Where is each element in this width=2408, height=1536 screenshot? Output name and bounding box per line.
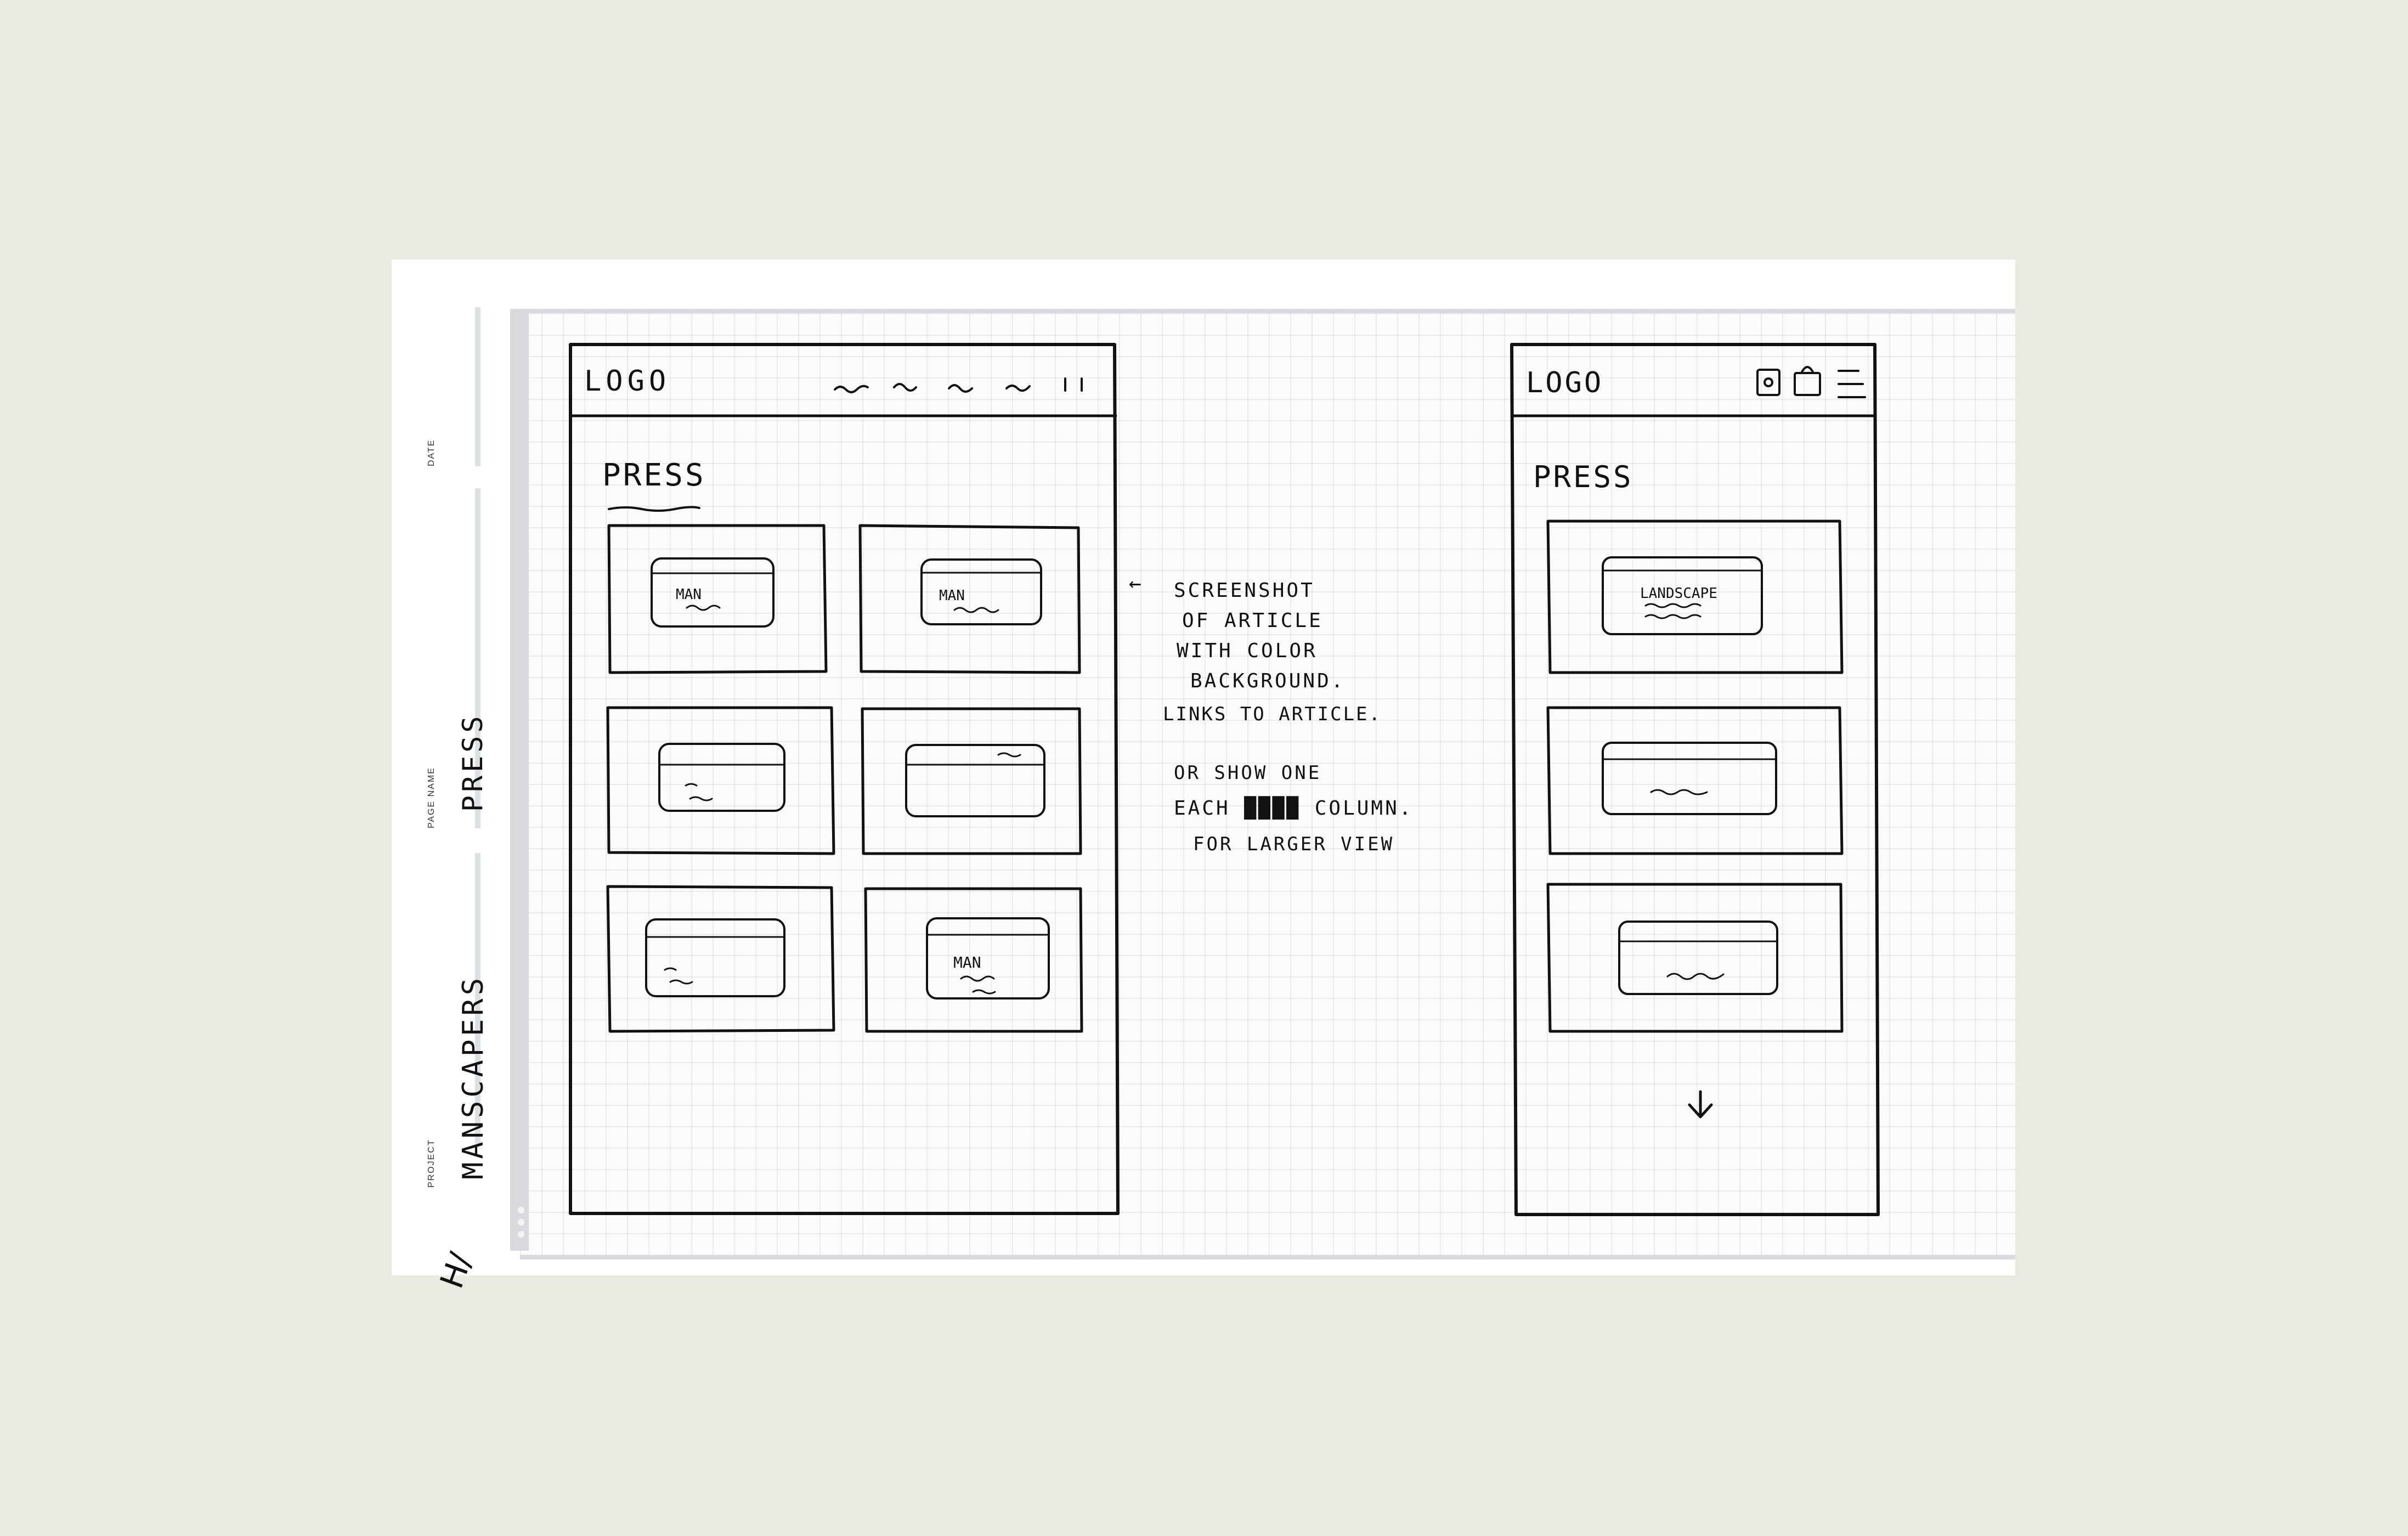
svg-text:MAN: MAN xyxy=(953,953,981,972)
annotation-line: LINKS TO ARTICLE. xyxy=(1163,703,1382,725)
annotation-line: BACKGROUND. xyxy=(1190,670,1345,692)
svg-text:LANDSCAPE: LANDSCAPE xyxy=(1640,585,1717,602)
desktop-card[interactable]: MAN xyxy=(607,524,828,674)
mobile-card[interactable] xyxy=(1546,883,1844,1033)
svg-text:MAN: MAN xyxy=(676,586,702,603)
graph-paper xyxy=(520,309,2015,1260)
annotation-arrow: ← xyxy=(1129,571,1141,595)
desktop-frame xyxy=(569,343,1120,1215)
annotation-line: SCREENSHOT xyxy=(1174,579,1315,602)
mobile-card[interactable] xyxy=(1546,706,1844,855)
binding-hole xyxy=(518,1231,524,1238)
mobile-page-title: PRESS xyxy=(1533,460,1633,494)
mobile-card[interactable]: LANDSCAPE xyxy=(1546,519,1844,674)
annotation-line: OR SHOW ONE xyxy=(1174,762,1321,784)
user-icon[interactable] xyxy=(1756,369,1780,396)
annotation-line: FOR LARGER VIEW xyxy=(1193,833,1394,855)
desktop-card[interactable]: MAN xyxy=(858,524,1081,674)
svg-text:MAN: MAN xyxy=(939,588,965,604)
margin-rule xyxy=(475,307,481,466)
margin-rule xyxy=(475,853,481,1144)
mobile-wireframe: LOGO PRESS LANDSCAPE xyxy=(1510,343,1880,1216)
annotation-line: EACH ████ COLUMN. xyxy=(1174,796,1413,820)
binding-hole xyxy=(518,1207,524,1213)
desktop-title-underline xyxy=(608,506,700,512)
desktop-card[interactable] xyxy=(606,885,835,1033)
mobile-frame xyxy=(1510,343,1880,1216)
margin-rule xyxy=(475,488,481,828)
desktop-card[interactable]: MAN xyxy=(864,887,1083,1033)
binding-hole xyxy=(518,1219,524,1226)
desktop-wireframe: LOGO PRESS MAN MAN xyxy=(569,343,1120,1215)
desktop-card[interactable] xyxy=(606,706,835,855)
desktop-card[interactable] xyxy=(861,707,1082,855)
desktop-logo: LOGO xyxy=(584,365,670,398)
annotation-line: WITH COLOR xyxy=(1177,640,1318,662)
annotation-line: OF ARTICLE xyxy=(1182,609,1323,632)
arrow-down-icon[interactable] xyxy=(1688,1090,1713,1119)
desktop-nav xyxy=(834,377,1083,393)
bag-icon[interactable] xyxy=(1794,366,1821,396)
annotation-block: ← SCREENSHOT OF ARTICLE WITH COLOR BACKG… xyxy=(1129,571,1413,855)
desktop-page-title: PRESS xyxy=(602,458,706,493)
mobile-logo: LOGO xyxy=(1526,366,1603,399)
menu-icon[interactable] xyxy=(1838,370,1866,398)
binding-strip xyxy=(510,309,529,1251)
